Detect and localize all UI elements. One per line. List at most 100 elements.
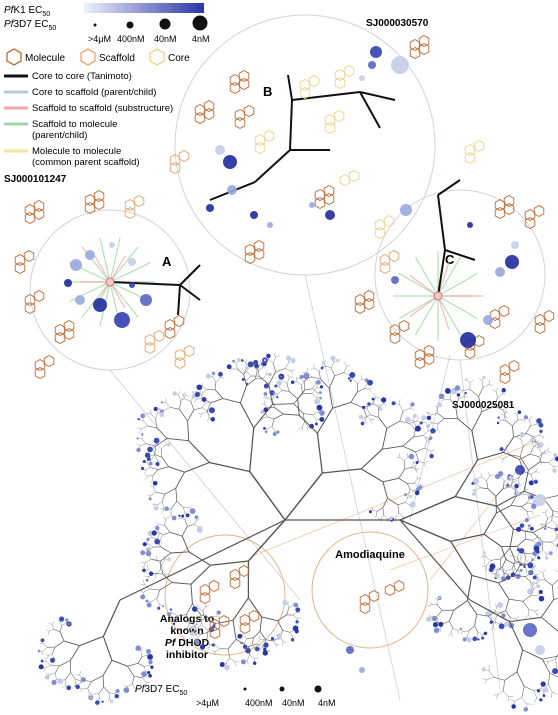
tree-branch <box>161 501 164 507</box>
tree-branch <box>527 495 530 499</box>
bottom-dot-label-0: >4μM <box>196 698 219 708</box>
tree-branch <box>488 384 494 386</box>
tree-branch <box>503 690 509 697</box>
tree-branch <box>87 681 92 689</box>
ring-structure <box>494 206 506 220</box>
tree-branch <box>350 391 358 403</box>
network-edge <box>99 237 111 283</box>
tree-branch <box>487 677 495 680</box>
tree-branch <box>530 474 533 480</box>
tree-branch <box>466 575 473 601</box>
tree-branch <box>501 458 505 463</box>
tree-branch <box>282 629 290 633</box>
network-edge <box>109 261 151 283</box>
leaf-node <box>360 421 365 426</box>
tree-branch <box>150 454 156 457</box>
tree-branch <box>407 483 411 490</box>
tree-branch <box>184 628 188 632</box>
leaf-node <box>276 396 279 399</box>
tree-branch <box>175 488 178 502</box>
tree-branch <box>378 403 383 406</box>
tree-branch <box>515 436 521 440</box>
tree-branch <box>261 418 264 422</box>
tree-branch <box>194 520 197 525</box>
bottom-size-dot-2 <box>279 686 285 692</box>
tree-branch <box>544 579 553 586</box>
tree-branch <box>357 379 362 384</box>
tree-branch <box>192 603 202 616</box>
tree-branch <box>282 380 288 384</box>
tree-branch <box>277 390 283 394</box>
tree-branch <box>162 506 164 511</box>
leaf-node <box>414 425 421 432</box>
tree-branch <box>259 631 267 640</box>
leaf-node <box>409 501 416 508</box>
tree-branch <box>170 501 178 510</box>
tree-branch <box>382 477 399 483</box>
core-core-edge <box>437 179 461 196</box>
leaf-node <box>414 490 420 496</box>
tree-branch <box>496 505 512 514</box>
tree-branch <box>503 416 506 421</box>
leaf-node <box>245 647 251 654</box>
ring-structure <box>359 601 371 615</box>
tree-branch <box>398 477 408 484</box>
leaf-node <box>193 632 198 637</box>
tree-branch <box>141 654 148 657</box>
tree-branch <box>548 672 550 685</box>
tree-branch <box>79 689 83 692</box>
tree-branch <box>508 598 524 602</box>
ring-structure <box>209 618 221 632</box>
tree-branch <box>378 403 384 409</box>
leaf-node <box>236 357 241 362</box>
tree-branch <box>111 659 128 667</box>
network-edge <box>437 272 478 297</box>
compound-id-right: SJ000025081 <box>452 400 515 411</box>
leaf-node <box>148 461 153 466</box>
tree-branch <box>422 422 428 424</box>
leaf-node <box>361 405 366 409</box>
tree-branch <box>454 459 479 497</box>
ring-structure <box>414 356 426 370</box>
tree-branch <box>504 671 518 681</box>
tree-branch <box>139 583 145 585</box>
tree-branch <box>184 391 186 396</box>
tree-branch <box>70 645 80 661</box>
leaf-node <box>260 410 264 414</box>
leaf-node <box>321 360 326 364</box>
tree-branch <box>383 514 388 519</box>
tree-branch <box>232 597 249 621</box>
tree-branch <box>526 511 529 517</box>
tree-branch <box>495 496 497 514</box>
tree-branch <box>154 446 156 456</box>
tree-branch <box>373 403 379 409</box>
leaf-node <box>264 430 268 434</box>
tree-branch <box>510 572 514 574</box>
tree-branch <box>273 357 276 364</box>
tree-branch <box>304 381 306 391</box>
tree-branch <box>471 574 499 584</box>
tree-branch <box>450 399 456 407</box>
tree-branch <box>462 389 471 391</box>
ring-structure <box>534 313 546 327</box>
tree-branch <box>211 650 216 652</box>
tree-branch <box>168 515 172 519</box>
size-dot-4 <box>192 15 208 31</box>
bottom-size-dot-1 <box>243 687 247 691</box>
tree-branch <box>519 557 522 562</box>
tree-branch <box>144 665 150 667</box>
tree-branch <box>170 532 183 537</box>
tree-branch <box>237 368 244 375</box>
network-edge <box>109 281 126 309</box>
ring-structure <box>93 197 105 211</box>
tree-branch <box>205 605 209 607</box>
leaf-node <box>319 417 325 422</box>
tree-branch <box>48 622 53 625</box>
tree-branch <box>372 403 379 406</box>
tree-branch <box>44 657 47 662</box>
tree-branch <box>363 407 367 417</box>
tree-branch <box>507 574 511 576</box>
tree-branch <box>201 392 203 397</box>
tree-branch <box>143 588 151 593</box>
tree-branch <box>537 441 539 445</box>
